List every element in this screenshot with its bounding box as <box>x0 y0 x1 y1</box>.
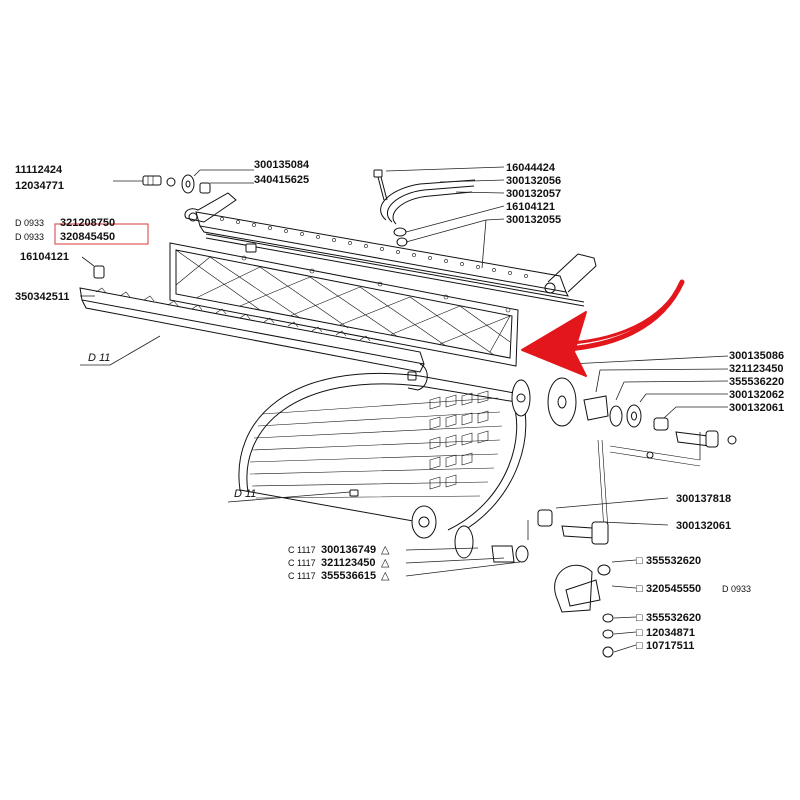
bolt-washer-top-left <box>113 169 254 194</box>
label-d11-upper: D 11 <box>88 352 110 364</box>
strip-teeth <box>95 287 371 342</box>
triangle-marker-a: △ <box>381 544 390 556</box>
label-355532620-b: 355532620 <box>646 612 701 624</box>
label-300132061-right: 300132061 <box>729 402 784 414</box>
square-marker-e: □ <box>636 640 643 652</box>
label-10717511: 10717511 <box>646 640 694 652</box>
label-16104121-left: 16104121 <box>20 251 69 263</box>
label-355536220: 355536220 <box>729 376 784 388</box>
label-300132062: 300132062 <box>729 389 784 401</box>
grate-bars <box>249 390 503 499</box>
label-340415625: 340415625 <box>254 174 309 186</box>
label-320545550-suffix: D 0933 <box>722 584 751 594</box>
label-355536615: 355536615 <box>321 570 376 582</box>
label-300132057: 300132057 <box>506 188 561 200</box>
label-355532620-a: 355532620 <box>646 555 701 567</box>
label-c1117-c-prefix: C 1117 <box>288 571 316 581</box>
label-321123450-c: 321123450 <box>321 557 375 569</box>
label-300136749: 300136749 <box>321 544 376 556</box>
screen-panel <box>169 242 519 367</box>
triangle-marker-b: △ <box>381 557 390 569</box>
label-16044424: 16044424 <box>506 162 556 174</box>
panel-bolts <box>241 255 511 313</box>
label-12034771: 12034771 <box>15 180 64 192</box>
label-321208750: 321208750 <box>60 217 115 229</box>
label-300135086: 300135086 <box>729 350 784 362</box>
label-300132061-mid: 300132061 <box>676 520 731 532</box>
concave-grate <box>227 372 531 539</box>
square-marker-c: □ <box>636 612 643 624</box>
label-320845450: 320845450 <box>60 231 115 243</box>
label-350342511: 350342511 <box>15 291 69 303</box>
part-labels: 11112424 12034771 300135084 340415625 16… <box>15 159 784 652</box>
square-marker-d: □ <box>636 627 643 639</box>
label-300135084: 300135084 <box>254 159 310 171</box>
triangle-marker-c: △ <box>381 570 390 582</box>
bar-holes <box>220 217 528 278</box>
label-d0933-a-prefix: D 0933 <box>15 218 44 228</box>
label-321123450-right: 321123450 <box>729 363 783 375</box>
label-d0933-b-prefix: D 0933 <box>15 232 44 242</box>
label-c1117-a-prefix: C 1117 <box>288 545 316 555</box>
label-11112424: 11112424 <box>15 164 63 176</box>
label-16104121-top: 16104121 <box>506 201 555 213</box>
upper-support-bar <box>184 192 597 307</box>
label-300137818: 300137818 <box>676 493 731 505</box>
screw-left <box>80 256 105 297</box>
red-arrow <box>521 279 685 377</box>
square-marker-a: □ <box>636 555 643 567</box>
highlight-box <box>54 223 149 245</box>
cable-clamp-group <box>373 166 505 269</box>
label-12034871: 12034871 <box>646 627 695 639</box>
label-d11-lower: D 11 <box>234 488 256 500</box>
right-hardware <box>405 355 737 658</box>
screen-mesh <box>175 249 511 356</box>
label-320545550: 320545550 <box>646 583 701 595</box>
square-marker-b: □ <box>636 583 643 595</box>
label-300132055: 300132055 <box>506 214 561 226</box>
label-300132056: 300132056 <box>506 175 561 187</box>
label-c1117-b-prefix: C 1117 <box>288 558 316 568</box>
